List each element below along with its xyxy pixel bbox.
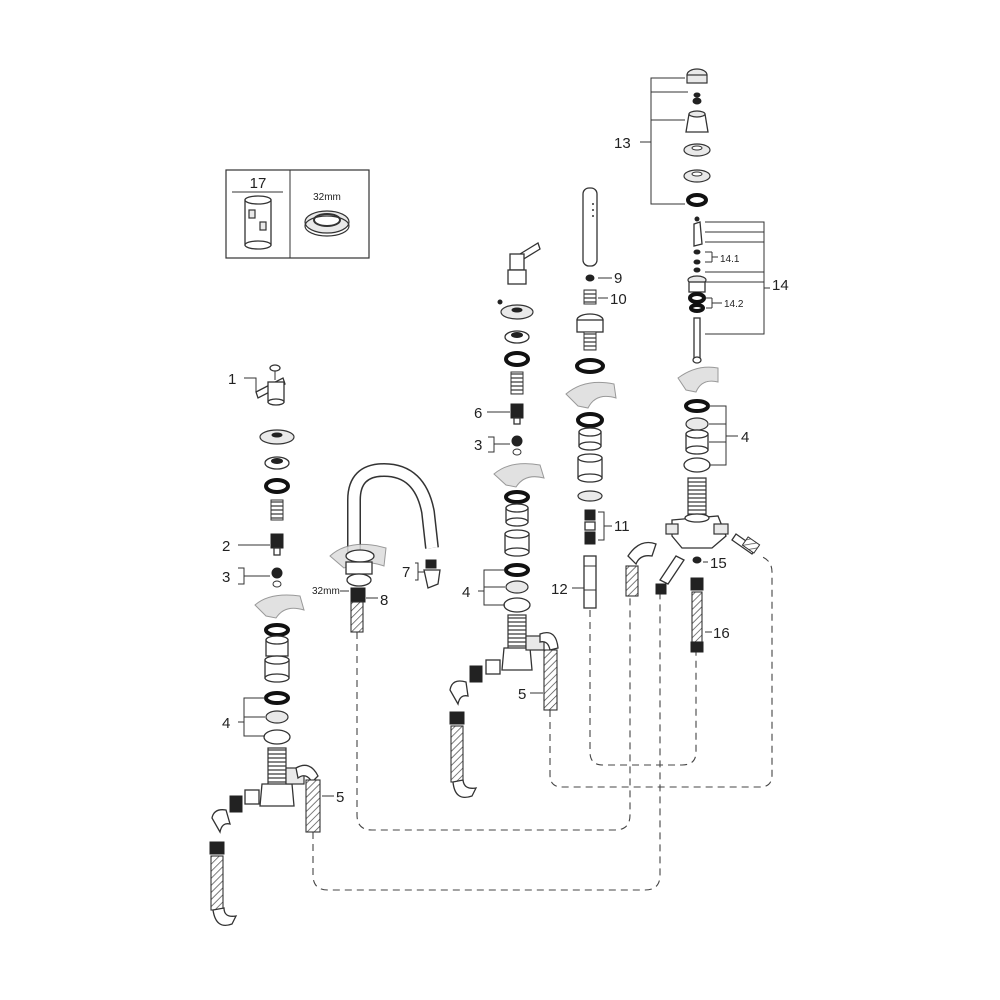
callout-7: 7 bbox=[402, 564, 410, 581]
callout-4-right: 4 bbox=[741, 429, 749, 446]
lever-handle-left bbox=[255, 364, 286, 406]
callout-17: 17 bbox=[250, 175, 267, 192]
dimension-32mm-spout: 32mm bbox=[312, 586, 340, 597]
callout-14-1: 14.1 bbox=[720, 254, 740, 265]
callout-12: 12 bbox=[551, 581, 568, 598]
nut-wrench-part bbox=[304, 210, 350, 237]
cartridge-part bbox=[244, 195, 272, 250]
middle-valve-assembly: 6 3 4 5 bbox=[449, 242, 559, 799]
callout-16: 16 bbox=[713, 625, 730, 642]
callout-15: 15 bbox=[710, 555, 727, 572]
callout-6: 6 bbox=[474, 405, 482, 422]
callout-3-left: 3 bbox=[222, 569, 230, 586]
callout-13: 13 bbox=[614, 135, 631, 152]
callout-14-2: 14.2 bbox=[724, 299, 744, 310]
callout-8: 8 bbox=[380, 592, 388, 609]
hose-routing-lines bbox=[312, 555, 773, 891]
lever-handle-middle bbox=[507, 242, 541, 285]
callout-2: 2 bbox=[222, 538, 230, 555]
callout-5-left: 5 bbox=[336, 789, 344, 806]
callout-4-left: 4 bbox=[222, 715, 230, 732]
callout-5-middle: 5 bbox=[518, 686, 526, 703]
diverter-assembly: 13 14.1 14.2 14 4 bbox=[614, 68, 789, 653]
callout-4-middle: 4 bbox=[462, 584, 470, 601]
callout-1: 1 bbox=[228, 371, 236, 388]
callout-14: 14 bbox=[772, 277, 789, 294]
spout-assembly: 32mm 8 7 bbox=[312, 462, 441, 633]
spare-parts-inset: 17 32mm bbox=[225, 169, 370, 259]
dimension-32mm-inset: 32mm bbox=[313, 192, 341, 203]
callout-9: 9 bbox=[614, 270, 622, 287]
callout-11: 11 bbox=[614, 518, 630, 535]
left-valve-assembly: 1 2 3 4 bbox=[209, 364, 344, 927]
callout-3-middle: 3 bbox=[474, 437, 482, 454]
hand-shower-assembly: 9 10 11 12 bbox=[551, 187, 630, 609]
callout-10: 10 bbox=[610, 291, 627, 308]
